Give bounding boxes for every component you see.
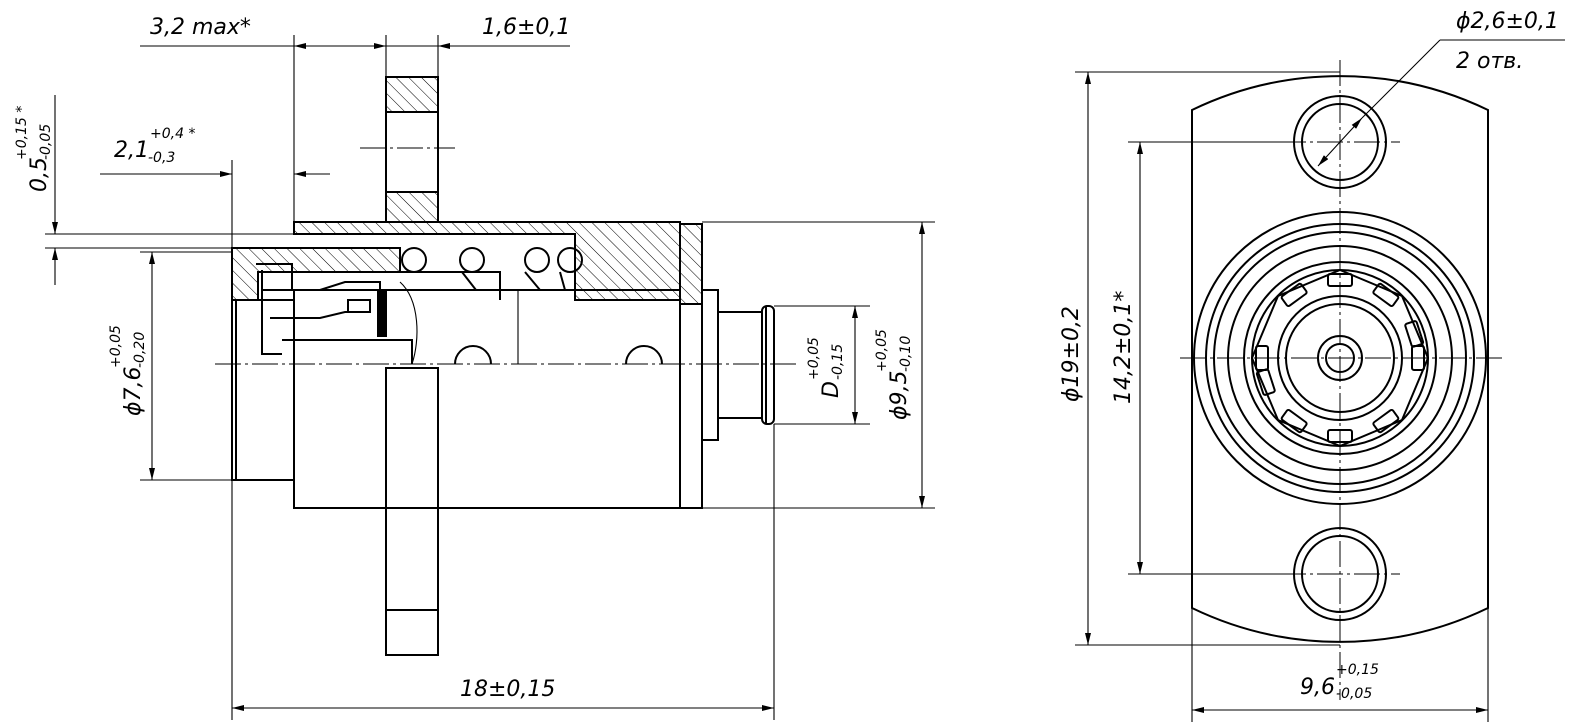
dim-9-5-lower: -0,10 (898, 336, 914, 372)
side-dimension-lines (52, 43, 925, 711)
dim-1-6: 1,6±0,1 (482, 15, 570, 40)
side-extension-lines (45, 35, 935, 720)
dim-9-6-lower: -0,05 (1336, 686, 1372, 702)
dim-18: 18±0,15 (460, 677, 555, 702)
contact-pin (701, 289, 775, 441)
dim-7-6-lower: -0,20 (132, 332, 148, 368)
dim-7-6: ϕ7,6 (121, 366, 146, 416)
dim-D-upper: +0,05 (806, 337, 822, 380)
dim-9-6-upper: +0,15 (1336, 662, 1379, 678)
dim-9-6: 9,6 (1300, 675, 1335, 700)
dim-2-6: ϕ2,6±0,1 (1456, 9, 1559, 34)
front-extension-lines (1075, 71, 1489, 722)
front-dimension-lines (1085, 39, 1565, 713)
dim-D: D (819, 381, 844, 398)
spring (401, 247, 583, 291)
dim-9-5: ϕ9,5 (887, 371, 912, 421)
dim-19: ϕ19±0,2 (1059, 306, 1084, 402)
flange-plate (360, 76, 455, 656)
main-body (231, 271, 703, 509)
dim-3-2-max: 3,2 max* (150, 15, 251, 40)
dim-7-6-upper: +0,05 (108, 325, 124, 368)
dim-9-5-upper: +0,05 (874, 329, 890, 372)
dim-0-5: 0,5 (27, 157, 52, 192)
dim-2-1-upper: +0,4 * (150, 126, 195, 142)
dim-2-1: 2,1 (114, 138, 149, 163)
dim-D-lower: -0,15 (830, 344, 846, 380)
front-view (1075, 39, 1565, 722)
dim-2-1-lower: -0,3 (148, 150, 175, 166)
side-view (45, 35, 935, 720)
dim-2-holes: 2 отв. (1456, 49, 1523, 74)
dim-0-5-upper: +0,15 * (14, 106, 30, 160)
dim-14-2: 14,2±0,1* (1111, 291, 1136, 404)
dimension-labels: 3,2 max* 1,6±0,1 2,1 +0,4 * -0,3 0,5 +0,… (14, 9, 1559, 702)
dim-0-5-lower: -0,05 (38, 124, 54, 160)
housing-section (231, 221, 703, 305)
connector-face (1193, 211, 1487, 505)
contact-insert (256, 263, 418, 365)
